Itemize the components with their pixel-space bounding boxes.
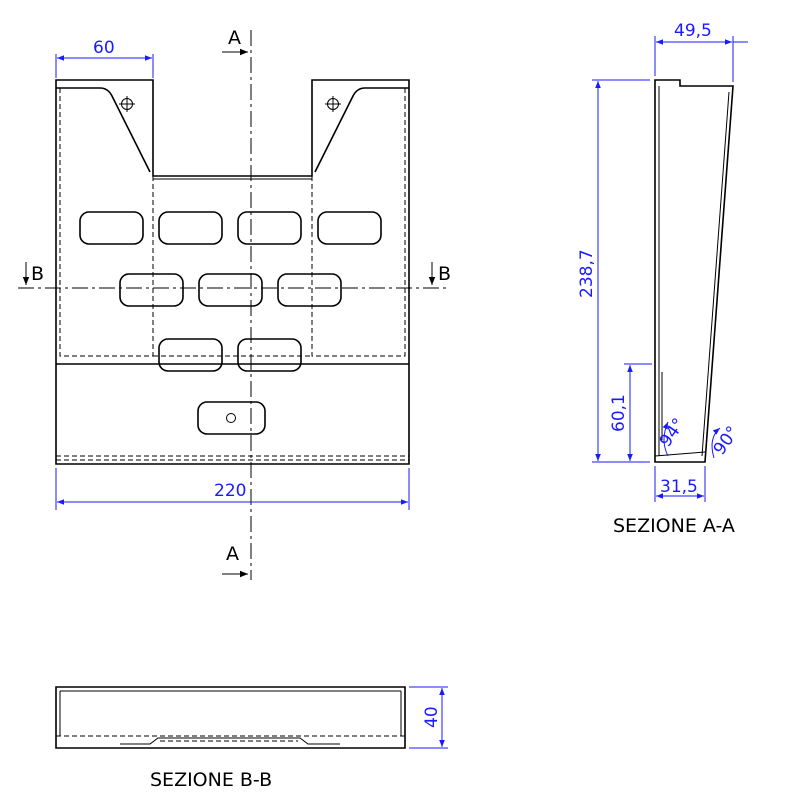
front-hidden-right xyxy=(311,88,406,357)
mount-hole-left xyxy=(119,96,135,112)
section-a-view: 49,5 238,7 60,1 31,5 94° 90° SEZIONE A-A xyxy=(577,21,748,537)
front-hidden-left xyxy=(59,88,154,357)
dim-lower-height: 60,1 xyxy=(609,394,629,432)
slot xyxy=(198,273,263,307)
front-outline xyxy=(55,79,410,465)
section-b-depth: 40 xyxy=(422,706,442,728)
dim-height: 238,7 xyxy=(577,249,597,298)
front-view: A A B B 60 220 xyxy=(18,27,451,580)
slot xyxy=(237,338,302,372)
section-a-title: SEZIONE A-A xyxy=(613,515,735,537)
section-b-slot-profile xyxy=(120,737,340,745)
angle-inner: 94° xyxy=(656,415,690,451)
slot xyxy=(119,273,184,307)
dim-overall-width: 220 xyxy=(214,481,246,501)
section-mark-b-right: B xyxy=(438,263,451,285)
section-b-outline xyxy=(55,686,406,749)
dim-top-width: 60 xyxy=(93,38,115,58)
section-mark-b-left: B xyxy=(31,263,44,285)
slot xyxy=(277,273,342,307)
section-b-title: SEZIONE B-B xyxy=(150,769,272,791)
slot xyxy=(79,211,144,245)
front-fold-right xyxy=(314,87,409,173)
section-a-profile xyxy=(654,79,734,463)
angle-90-arc xyxy=(711,427,721,459)
section-mark-a-top: A xyxy=(228,27,241,49)
bottom-slot xyxy=(197,401,266,435)
angle-94-arc xyxy=(662,421,669,457)
dim-top-depth: 49,5 xyxy=(674,21,712,41)
bottom-slot-hole xyxy=(226,413,236,423)
dim-bottom-depth: 31,5 xyxy=(660,477,698,497)
section-mark-a-bottom: A xyxy=(226,543,239,565)
slot xyxy=(158,338,223,372)
slot xyxy=(158,211,223,245)
slot xyxy=(317,211,382,245)
front-fold-left xyxy=(56,87,151,173)
mount-hole-right xyxy=(325,96,341,112)
slot xyxy=(237,211,302,245)
section-a-inner-front xyxy=(701,91,730,457)
section-a-bottom-lip xyxy=(654,451,706,457)
section-b-view: 40 SEZIONE B-B xyxy=(55,686,448,791)
angle-outer: 90° xyxy=(710,423,744,459)
